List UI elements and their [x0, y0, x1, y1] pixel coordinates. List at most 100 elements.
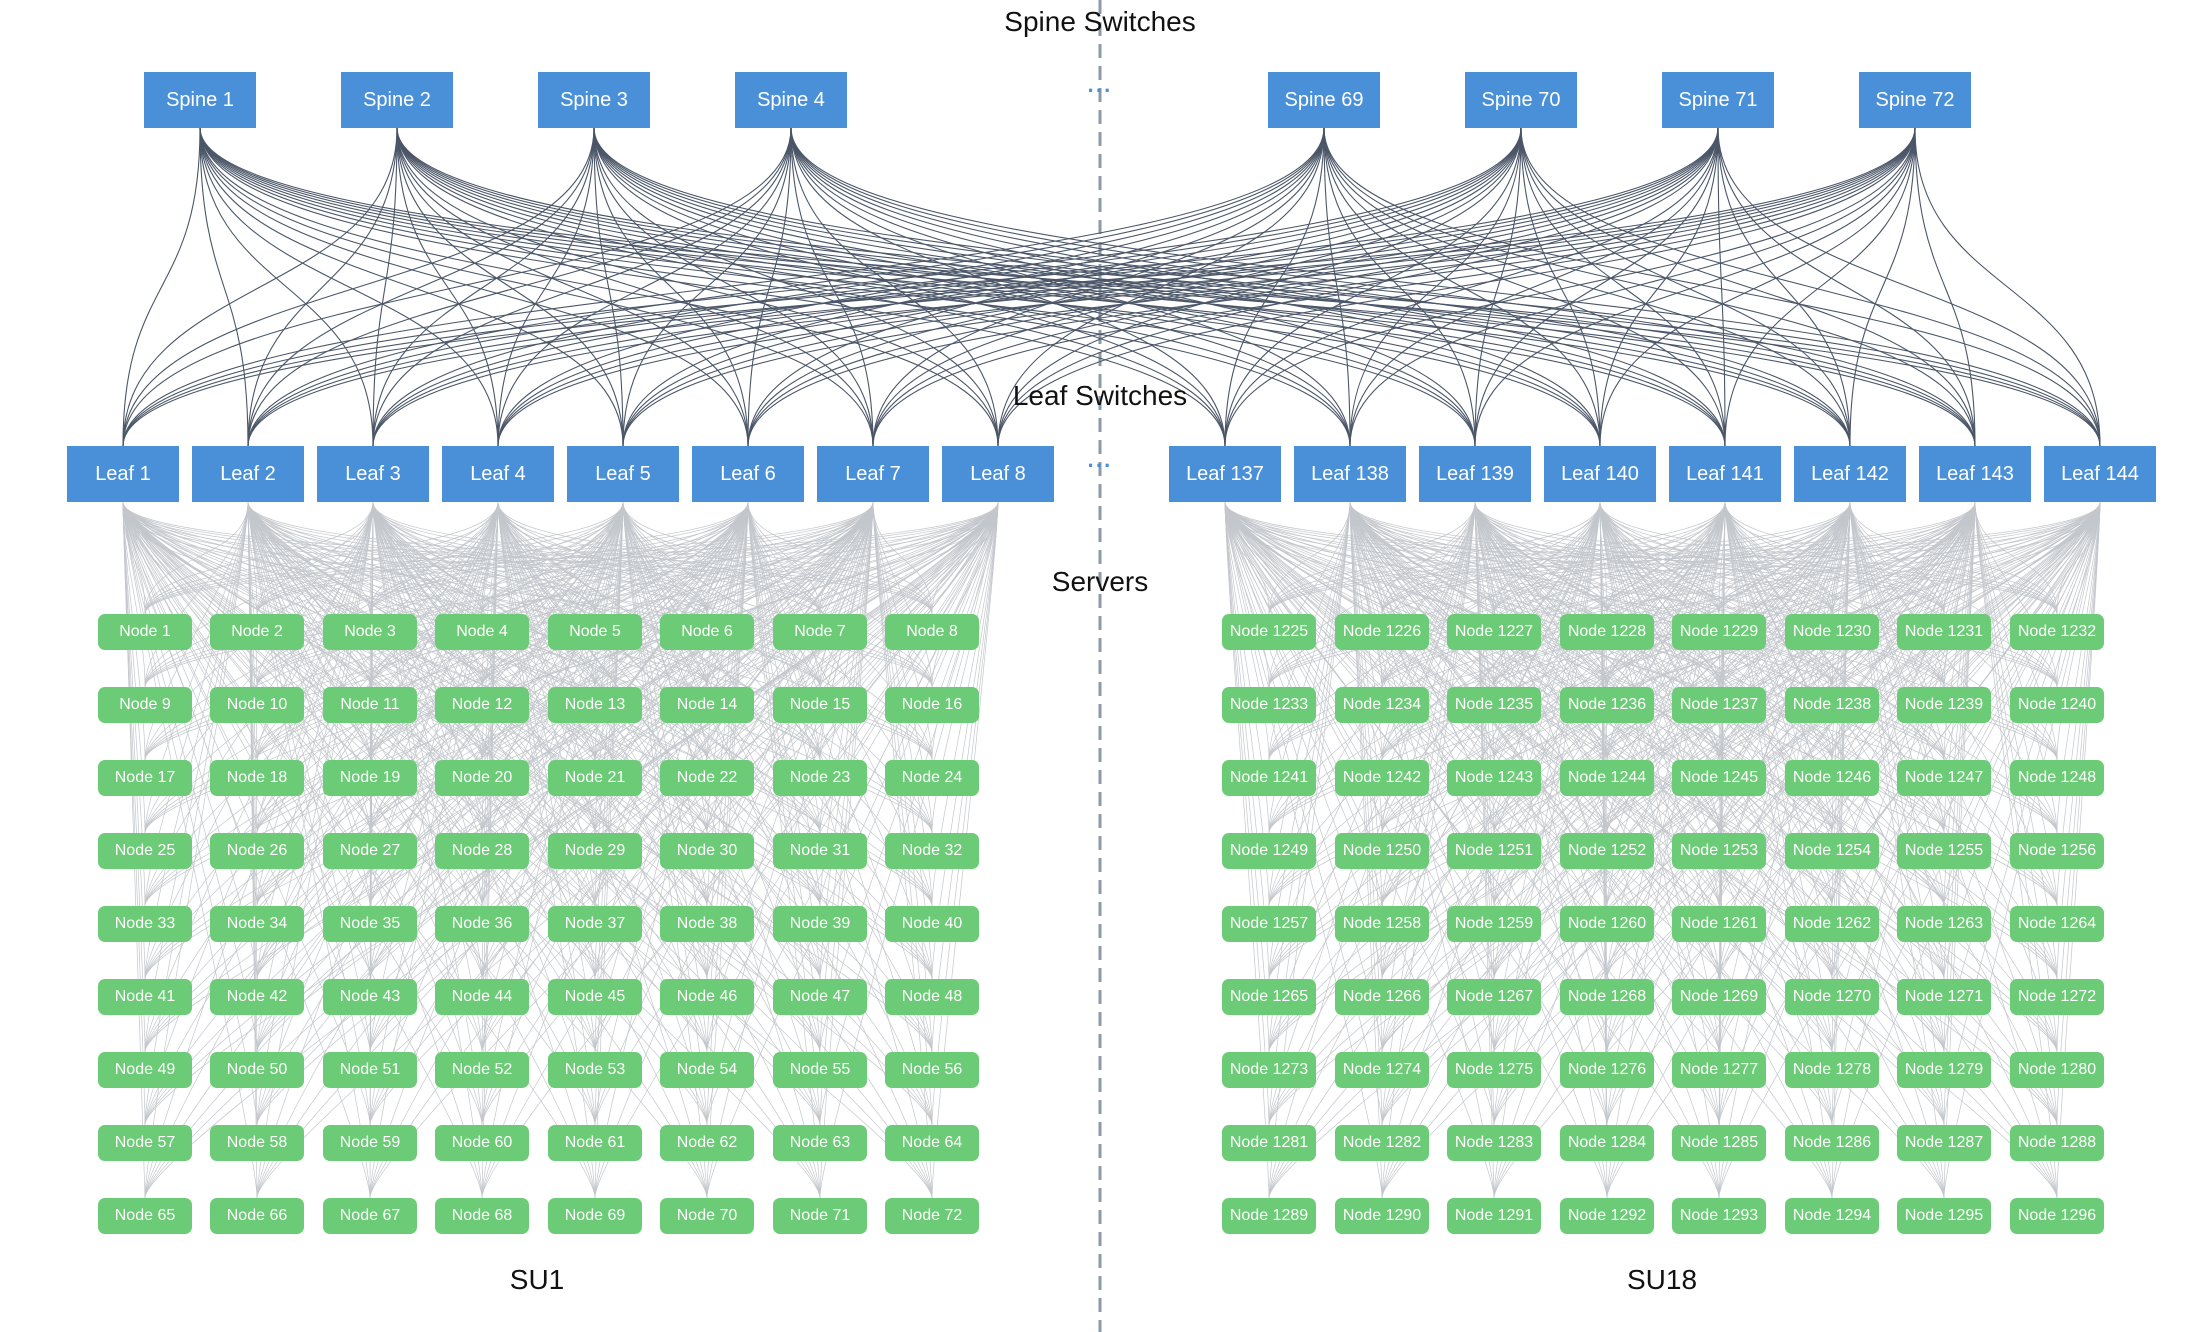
server-link	[1493, 501, 1976, 615]
server-node: Node 21	[548, 760, 642, 796]
leaf-switch: Leaf 1	[67, 446, 179, 502]
spine-switch: Spine 3	[538, 72, 650, 128]
server-link	[1268, 501, 1601, 688]
server-link	[497, 501, 821, 907]
leaf-switch: Leaf 141	[1669, 446, 1781, 502]
server-link	[122, 501, 483, 834]
server-node: Node 1230	[1785, 614, 1879, 650]
server-node: Node 1257	[1222, 906, 1316, 942]
server-node: Node 1236	[1560, 687, 1654, 723]
spine-leaf-link	[199, 127, 374, 447]
server-link	[1493, 501, 1976, 834]
spine-leaf-link	[593, 127, 1851, 447]
spine-leaf-link	[1474, 127, 1916, 447]
server-node: Node 28	[435, 833, 529, 869]
server-node: Node 1275	[1447, 1052, 1541, 1088]
server-link	[1268, 501, 1851, 615]
spine-leaf-link	[372, 127, 398, 447]
spine-leaf-link	[1520, 127, 2101, 447]
spine-leaf-link	[872, 127, 1522, 447]
server-link	[256, 501, 749, 834]
spine-leaf-link	[790, 127, 2101, 447]
server-node: Node 1277	[1672, 1052, 1766, 1088]
server-node: Node 1292	[1560, 1198, 1654, 1234]
server-node: Node 1241	[1222, 760, 1316, 796]
server-node: Node 1238	[1785, 687, 1879, 723]
server-link	[1849, 501, 2058, 688]
server-link	[1268, 501, 2101, 834]
su18-label: SU18	[1626, 1264, 1698, 1295]
server-link	[1474, 501, 2058, 834]
spine-leaf-link	[1323, 127, 1726, 447]
server-node: Node 9	[98, 687, 192, 723]
server-node: Node 1291	[1447, 1198, 1541, 1234]
server-link	[1724, 501, 2058, 615]
spine-leaf-link	[247, 127, 595, 447]
server-link	[369, 501, 874, 688]
server-node: Node 1267	[1447, 979, 1541, 1015]
server-link	[747, 501, 933, 688]
server-link	[1224, 501, 1608, 615]
server-node: Node 35	[323, 906, 417, 942]
server-node: Node 58	[210, 1125, 304, 1161]
server-link	[1606, 501, 1726, 834]
server-node: Node 31	[773, 833, 867, 869]
spine-leaf-link	[372, 127, 1916, 447]
server-node: Node 1260	[1560, 906, 1654, 942]
server-link	[497, 501, 596, 907]
spine-leaf-link	[1599, 127, 1916, 447]
server-link	[1381, 501, 1851, 615]
server-node: Node 41	[98, 979, 192, 1015]
server-link	[1224, 501, 2058, 980]
spine-leaf-link	[497, 127, 595, 447]
spine-leaf-link	[593, 127, 1976, 447]
server-link	[594, 501, 999, 615]
spine-leaf-link	[1914, 127, 2101, 447]
server-link	[1268, 501, 1976, 615]
server-link	[1974, 501, 2058, 834]
server-node: Node 1247	[1897, 760, 1991, 796]
spine-leaf-link	[1520, 127, 1851, 447]
spine-leaf-link	[997, 127, 1916, 447]
server-node: Node 1248	[2010, 760, 2104, 796]
server-link	[369, 501, 874, 615]
server-node: Node 71	[773, 1198, 867, 1234]
server-link	[247, 501, 933, 834]
server-link	[1381, 501, 2101, 834]
server-link	[144, 501, 249, 907]
server-node: Node 25	[98, 833, 192, 869]
server-link	[1381, 501, 1851, 834]
server-link	[1943, 501, 1976, 615]
server-link	[622, 501, 708, 834]
server-link	[1724, 501, 2058, 834]
server-node: Node 66	[210, 1198, 304, 1234]
server-link	[1224, 501, 1270, 688]
server-node: Node 40	[885, 906, 979, 942]
spine-leaf-link	[396, 127, 499, 447]
server-node: Node 51	[323, 1052, 417, 1088]
spine-leaf-link	[747, 127, 1916, 447]
spine-leaf-link	[199, 127, 1601, 447]
spine-leaf-link	[247, 127, 1916, 447]
server-link	[256, 501, 749, 615]
server-node: Node 1231	[1897, 614, 1991, 650]
server-link	[1381, 501, 1976, 688]
server-node: Node 17	[98, 760, 192, 796]
server-link	[1381, 501, 1476, 834]
server-node: Node 1255	[1897, 833, 1991, 869]
spine-leaf-link	[790, 127, 999, 447]
server-link	[1381, 501, 1851, 688]
server-link	[256, 501, 999, 615]
server-link	[1849, 501, 1945, 834]
server-node: Node 1276	[1560, 1052, 1654, 1088]
spine-leaf-link	[1474, 127, 1719, 447]
server-link	[1474, 501, 2058, 761]
server-link	[872, 501, 933, 834]
server-link	[256, 501, 749, 688]
server-node: Node 12	[435, 687, 529, 723]
server-node: Node 26	[210, 833, 304, 869]
spine-leaf-link	[593, 127, 749, 447]
leaf-switch: Leaf 4	[442, 446, 554, 502]
server-link	[144, 501, 624, 688]
server-link	[1381, 501, 1976, 615]
